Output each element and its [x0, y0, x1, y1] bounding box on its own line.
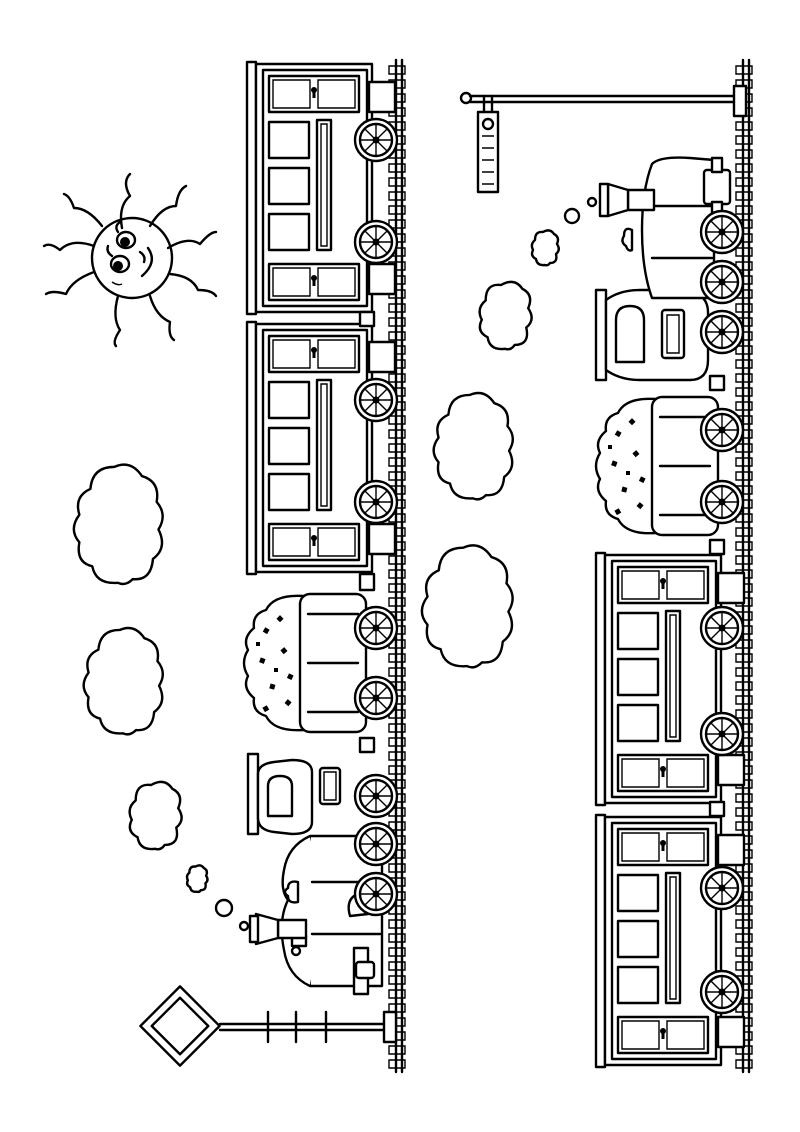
left-coupler-2 — [360, 574, 374, 590]
right-rail-track — [736, 60, 752, 1072]
left-wheels — [353, 117, 399, 917]
right-passenger-car-1 — [596, 553, 744, 805]
wheel — [699, 865, 745, 911]
cloud — [128, 780, 183, 851]
diamond-road-sign — [140, 986, 396, 1065]
steam-puff — [240, 922, 248, 930]
wheel — [353, 219, 399, 265]
steam-puff — [216, 900, 232, 916]
wheel — [699, 969, 745, 1015]
cloud — [82, 626, 164, 736]
wheel — [353, 871, 399, 917]
wheel — [699, 479, 745, 525]
left-coupler-1 — [360, 312, 374, 326]
left-coupler-3 — [360, 738, 374, 752]
railway-signal — [461, 86, 746, 192]
left-passenger-car-2 — [247, 322, 395, 574]
wheel — [699, 259, 745, 305]
right-wheels — [699, 209, 745, 1015]
wheel — [699, 309, 745, 355]
wheel — [699, 605, 745, 651]
cloud — [420, 544, 514, 669]
right-coupler-1 — [710, 376, 724, 390]
wheel — [353, 605, 399, 651]
wheel — [353, 479, 399, 525]
right-coupler-2 — [710, 540, 724, 554]
cloud — [72, 463, 164, 586]
smiling-sun — [44, 174, 216, 346]
steam-puff — [531, 229, 560, 267]
right-locomotive — [596, 158, 730, 380]
wheel — [699, 407, 745, 453]
cloud — [432, 391, 514, 501]
wheel — [353, 377, 399, 423]
wheel — [699, 209, 745, 255]
cloud — [478, 280, 533, 351]
left-rail-track — [389, 60, 405, 1072]
left-passenger-car-1 — [247, 62, 395, 314]
wheel — [353, 821, 399, 867]
wheel — [353, 773, 399, 819]
wheel — [353, 117, 399, 163]
wheel — [699, 711, 745, 757]
left-loco-chimney — [250, 914, 306, 944]
right-passenger-car-2 — [596, 815, 744, 1067]
steam-puff — [588, 198, 596, 206]
left-coal-tender — [242, 592, 368, 734]
steam-puff — [565, 209, 579, 223]
steam-puff — [186, 864, 209, 893]
right-coal-tender — [594, 395, 720, 537]
wheel — [353, 675, 399, 721]
right-coupler-3 — [710, 802, 724, 816]
